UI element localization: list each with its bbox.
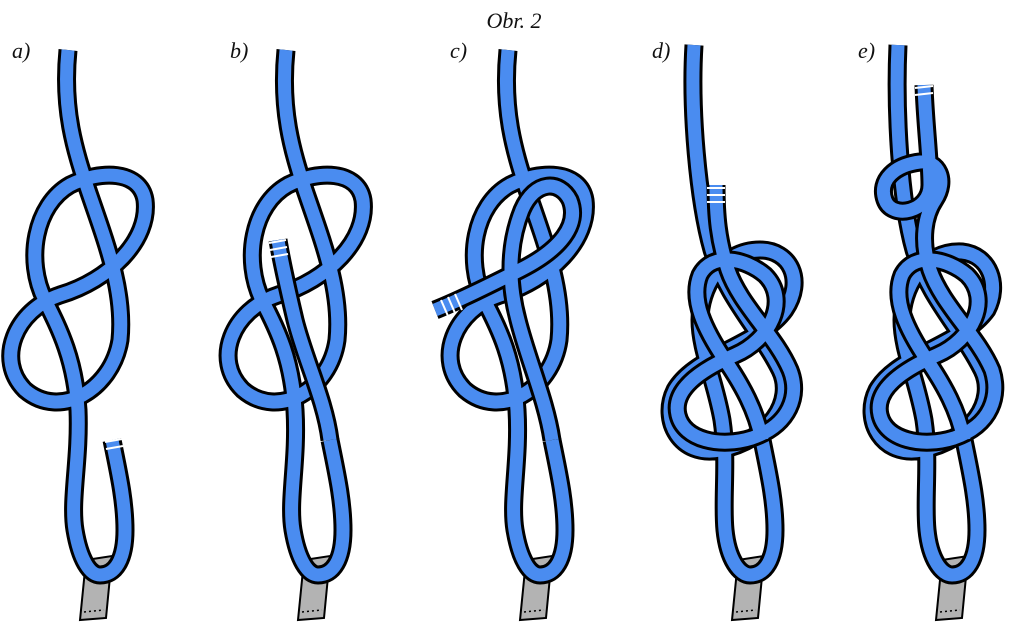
rope-e-tail [869, 84, 1005, 452]
rope-b-tail [268, 238, 340, 442]
rope-c-standing [440, 49, 595, 585]
rope-d-tail [667, 184, 804, 452]
panel-b [218, 49, 373, 622]
panel-label-a: a) [12, 38, 31, 63]
rope-fill [4, 49, 152, 582]
rope-fill [432, 179, 580, 441]
panel-label-c: c) [450, 38, 468, 63]
panel-c [431, 49, 595, 622]
rope-a [1, 49, 155, 585]
panel-label-e: e) [858, 38, 876, 63]
rope-end-e [914, 85, 934, 96]
figure-caption: Obr. 2 [486, 8, 542, 33]
rope-end-d [707, 187, 725, 203]
rope-c-tail [431, 176, 583, 442]
rope-fill [872, 84, 1002, 449]
panel-label-b: b) [230, 38, 249, 63]
panel-e [862, 44, 1005, 622]
rope-fill [443, 49, 592, 582]
panel-d [660, 44, 804, 622]
rope-end-a [103, 431, 124, 450]
rope-fill [670, 184, 801, 449]
rope-fill [271, 238, 337, 441]
panel-a [1, 49, 155, 622]
rope-fill [221, 49, 370, 582]
rope-end-c [440, 293, 463, 317]
panel-label-d: d) [652, 38, 671, 63]
rope-end-b [268, 239, 289, 258]
rope-b-standing [218, 49, 373, 585]
